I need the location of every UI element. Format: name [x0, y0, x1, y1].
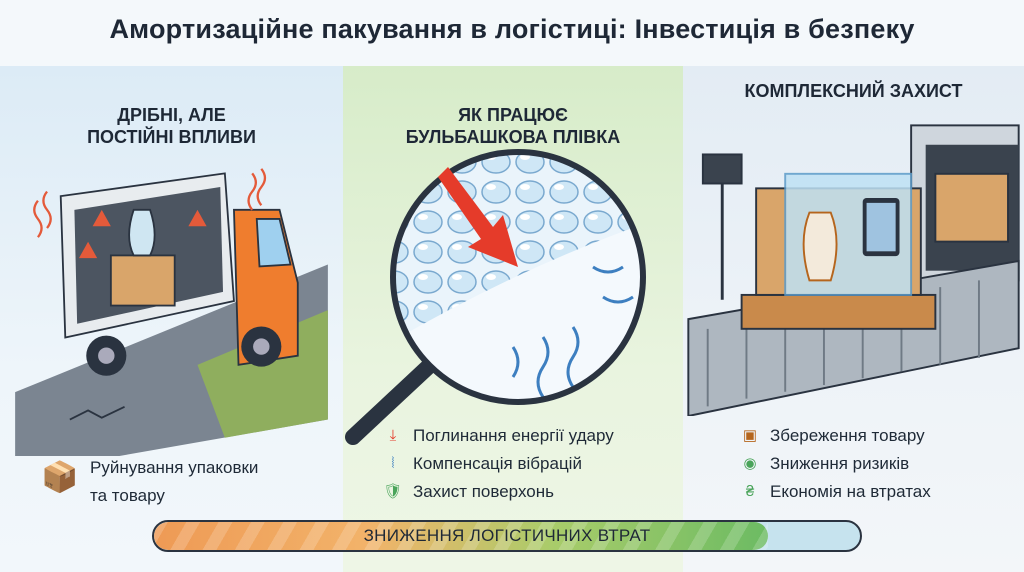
panel-heading: ДРІБНІ, АЛЕ ПОСТІЙНІ ВПЛИВИ — [0, 104, 343, 148]
broken-box-icon: 📦 — [41, 461, 79, 494]
benefits-list: ▣ Збереження товару ◉ Зниження ризиків ₴ Ек… — [740, 422, 931, 506]
list-item-label: Руйнування упаковки та товару — [90, 454, 258, 510]
panel-heading: ЯК ПРАЦЮЄ БУЛЬБАШКОВА ПЛІВКА — [343, 104, 683, 148]
money-bag-icon: ₴ — [745, 483, 755, 500]
hand-coin-icon: ◉ — [743, 455, 757, 472]
shield-check-icon: 🛡 — [383, 483, 403, 500]
vibration-icon: ⦚ — [391, 455, 395, 472]
heading-line: ДРІБНІ, АЛЕ — [117, 105, 226, 125]
conveyor-illustration — [687, 124, 1020, 416]
box-icon: ▣ — [742, 427, 758, 444]
label-line: Руйнування упаковки — [90, 458, 259, 477]
list-item-label: Економія на втратах — [770, 482, 931, 501]
panel-impacts: ДРІБНІ, АЛЕ ПОСТІЙНІ ВПЛИВИ 📦 Руйнування… — [0, 66, 343, 572]
list-item-label: Поглинання енергії удару — [413, 426, 614, 445]
list-item: ◉ Зниження ризиків — [740, 450, 931, 478]
list-item-label: Компенсація вібрацій — [413, 454, 582, 473]
label-line: та товару — [90, 486, 165, 505]
heading-line: ЯК ПРАЦЮЄ — [458, 105, 568, 125]
list-item: 🛡 Захист поверхонь — [383, 478, 614, 506]
panel-heading: КОМПЛЕКСНИЙ ЗАХИСТ — [683, 80, 1024, 102]
progress-fill — [154, 522, 769, 550]
panel-bubble-wrap: ЯК ПРАЦЮЄ БУЛЬБАШКОВА ПЛІВКА ⤓ Поглинання… — [343, 66, 683, 572]
progress-label: ЗНИЖЕННЯ ЛОГІСТИЧНИХ ВТРАТ — [363, 526, 651, 545]
magnifier-illustration — [345, 149, 646, 445]
list-item: ⤓ Поглинання енергії удару — [383, 422, 614, 450]
list-item: 📦 Руйнування упаковки та товару — [40, 454, 258, 510]
heading-line: КОМПЛЕКСНИЙ ЗАХИСТ — [744, 81, 963, 101]
heading-line: ПОСТІЙНІ ВПЛИВИ — [87, 127, 256, 147]
list-item-label: Захист поверхонь — [413, 482, 554, 501]
list-item: ⦚ Компенсація вібрацій — [383, 450, 614, 478]
list-item-label: Збереження товару — [770, 426, 925, 445]
list-item: ₴ Економія на втратах — [740, 478, 931, 506]
list-item: ▣ Збереження товару — [740, 422, 931, 450]
loss-reduction-progress-bar: ЗНИЖЕННЯ ЛОГІСТИЧНИХ ВТРАТ — [152, 520, 862, 552]
mechanism-list: ⤓ Поглинання енергії удару ⦚ Компенсація в… — [383, 422, 614, 506]
impact-list: 📦 Руйнування упаковки та товару — [40, 454, 258, 510]
panel-protection: КОМПЛЕКСНИЙ ЗАХИСТ ▣ Збереження товару ◉ З… — [683, 66, 1024, 572]
impact-arrow-icon: ⤓ — [389, 427, 397, 444]
list-item-label: Зниження ризиків — [770, 454, 910, 473]
heading-line: БУЛЬБАШКОВА ПЛІВКА — [405, 127, 621, 147]
truck-illustration — [15, 168, 328, 456]
page-title: Амортизаційне пакування в логістиці: Інв… — [109, 14, 915, 44]
